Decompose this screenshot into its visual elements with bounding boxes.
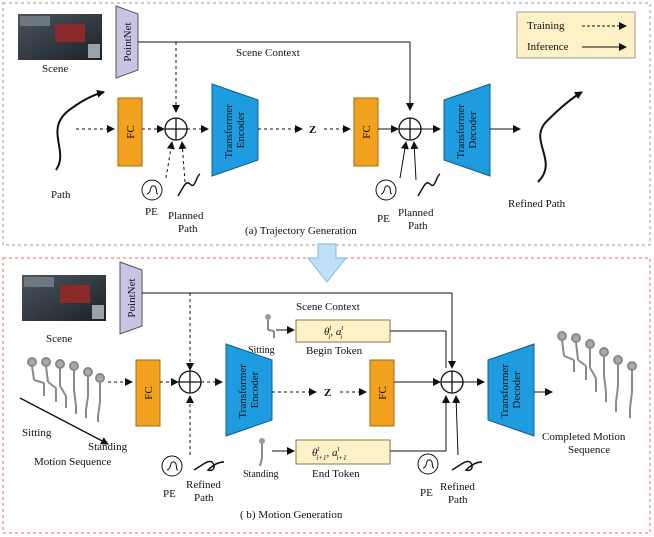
bottom-pe2-icon <box>417 453 439 475</box>
bottom-fc1-block <box>135 359 161 427</box>
top-planned-path2-label: Planned Path <box>398 207 436 232</box>
bottom-standing-small-figure <box>259 438 265 467</box>
top-planned-path2-icon <box>417 173 441 197</box>
bottom-motion-sequence-figures <box>27 357 105 422</box>
top-pe2-label: PE <box>377 213 390 225</box>
top-encoder-block <box>211 83 259 177</box>
bottom-end-token-label: End Token <box>312 468 360 480</box>
bottom-refined-path1-icon <box>193 460 225 472</box>
top-fc1-block <box>117 97 143 167</box>
top-caption: (a) Trajectory Generation <box>245 225 357 237</box>
bottom-pointnet-block <box>119 261 143 335</box>
bottom-sitting-small-label: Sitting <box>248 345 275 356</box>
legend-inference-label: Inference <box>527 41 569 53</box>
bottom-refined-path2-label: Refined Path <box>440 481 478 506</box>
bottom-pe2-label: PE <box>420 487 433 499</box>
bottom-pointnet-label: PointNet <box>126 278 138 317</box>
top-scene-image <box>18 14 102 60</box>
top-encoder-label: Transformer Encoder <box>223 101 247 158</box>
bottom-section-border <box>2 257 651 534</box>
bottom-fc2-label: FC <box>377 386 389 399</box>
top-z-label: Z <box>309 124 316 136</box>
bottom-standing-small-label: Standing <box>243 469 279 480</box>
section-down-arrow <box>306 243 348 283</box>
bottom-pe1-icon <box>161 455 183 477</box>
top-path-curve <box>55 89 105 171</box>
top-plus2 <box>398 117 422 141</box>
top-scene-label: Scene <box>42 63 68 75</box>
bottom-begin-token-label: Begin Token <box>306 345 363 357</box>
top-refined-path-curve <box>537 91 583 183</box>
bottom-plus2 <box>440 370 464 394</box>
bottom-encoder-label: Transformer Encoder <box>237 361 261 418</box>
top-pointnet-label: PointNet <box>122 22 134 61</box>
top-plus1 <box>164 117 188 141</box>
bottom-scene-label: Scene <box>46 333 72 345</box>
top-planned-path1-label: Planned Path <box>168 210 206 235</box>
bottom-fc1-label: FC <box>143 386 155 399</box>
legend: Training Inference <box>516 11 636 59</box>
top-refined-path-label: Refined Path <box>508 198 566 210</box>
top-fc2-block <box>353 97 379 167</box>
top-planned-path1-icon <box>177 173 201 197</box>
top-fc1-label: FC <box>125 125 137 138</box>
top-pe1-label: PE <box>145 206 158 218</box>
top-pe1-icon <box>141 179 163 201</box>
bottom-sitting-label: Sitting <box>22 427 52 439</box>
bottom-z-label: Z <box>324 387 331 399</box>
bottom-fc2-block <box>369 359 395 427</box>
bottom-caption: ( b) Motion Generation <box>240 509 343 521</box>
bottom-encoder-block <box>225 343 273 437</box>
bottom-completed-label: Completed Motion Sequence <box>542 431 628 456</box>
bottom-decoder-label: Transformer Decoder <box>499 361 523 418</box>
top-decoder-block <box>443 83 491 177</box>
bottom-motion-arrow <box>19 397 109 445</box>
bottom-refined-path1-label: Refined Path <box>186 479 224 504</box>
bottom-pe1-label: PE <box>163 488 176 500</box>
bottom-sitting-small-figure <box>265 314 275 338</box>
top-decoder-label: Transformer Decoder <box>455 101 479 158</box>
bottom-motion-sequence-label: Motion Sequence <box>34 456 111 468</box>
bottom-scene-image <box>22 275 106 321</box>
top-fc2-label: FC <box>361 125 373 138</box>
bottom-completed-motion-figures <box>557 331 637 418</box>
top-pe2-icon <box>375 179 397 201</box>
bottom-end-token-box <box>295 439 391 465</box>
bottom-decoder-block <box>487 343 535 437</box>
top-pointnet-block <box>115 5 139 79</box>
bottom-plus1 <box>178 370 202 394</box>
top-path-label: Path <box>51 189 71 201</box>
top-scene-context-label: Scene Context <box>236 47 300 59</box>
legend-training-label: Training <box>527 20 565 32</box>
bottom-refined-path2-icon <box>451 460 483 472</box>
bottom-scene-context-label: Scene Context <box>296 301 360 313</box>
bottom-standing-label: Standing <box>88 441 128 453</box>
